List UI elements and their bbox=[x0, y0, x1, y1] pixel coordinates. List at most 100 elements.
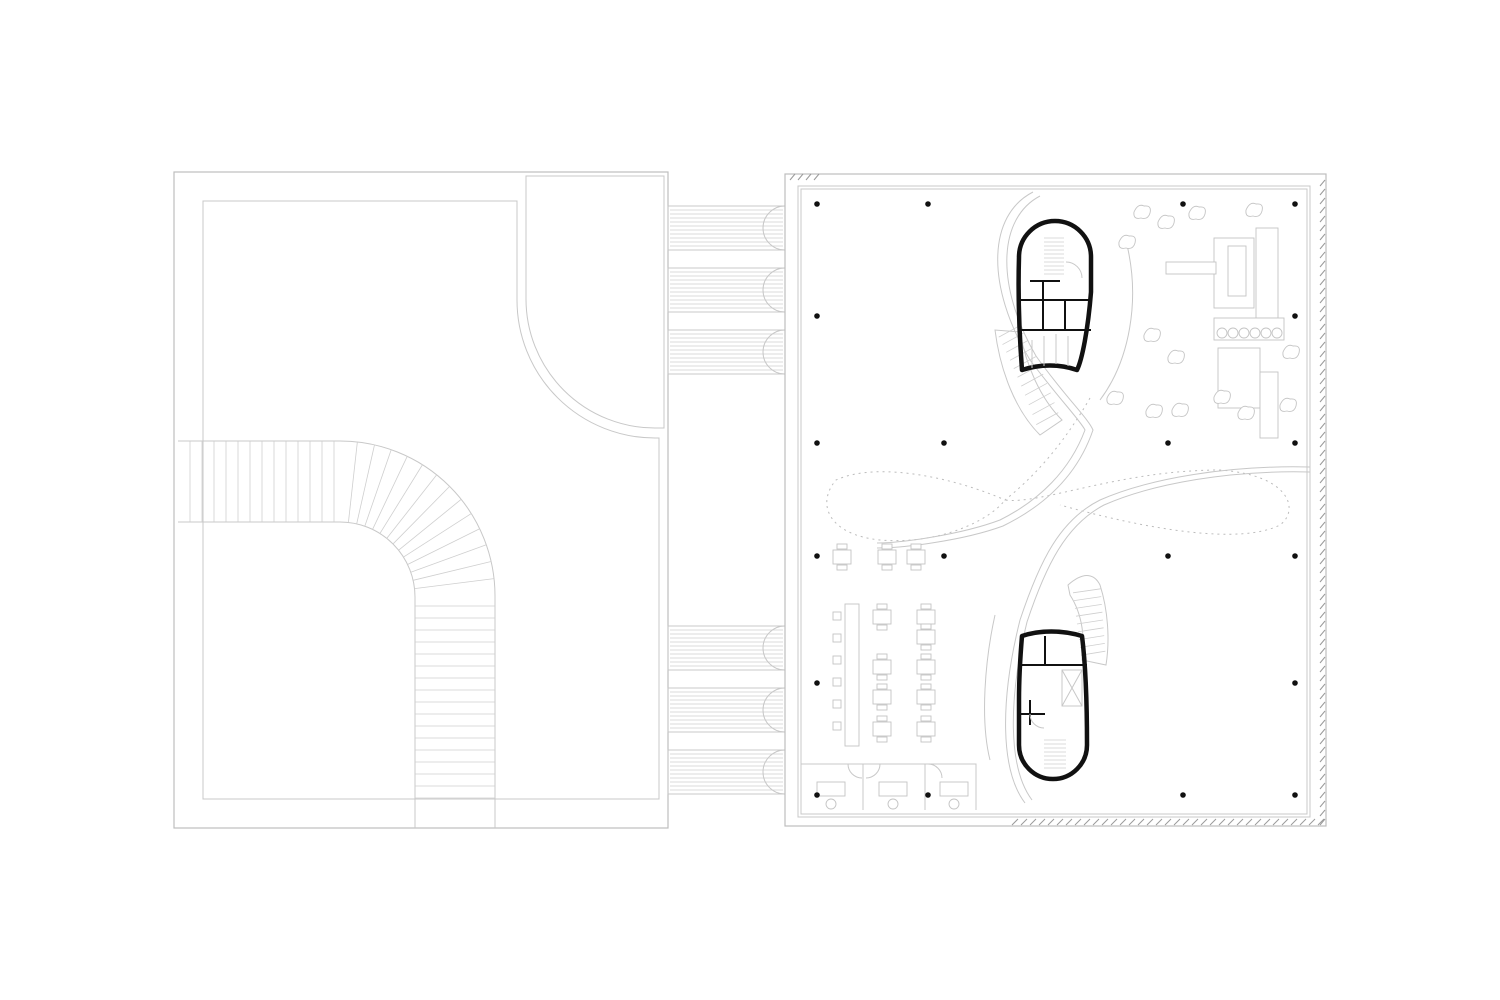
structural-column bbox=[941, 440, 947, 446]
plant bbox=[1245, 202, 1263, 217]
hatch-mark bbox=[1319, 179, 1326, 187]
office-chair bbox=[887, 798, 899, 810]
hatch-mark bbox=[1319, 395, 1326, 403]
office-desk bbox=[939, 781, 969, 797]
cafe-chair bbox=[920, 644, 932, 651]
cafe-chair bbox=[881, 564, 893, 571]
cafe-chair bbox=[920, 704, 932, 711]
hatch-mark bbox=[1319, 764, 1326, 772]
left-building bbox=[173, 171, 669, 829]
core-north-wall bbox=[1016, 218, 1094, 373]
cafe-chair bbox=[920, 653, 932, 660]
cafe-table bbox=[916, 629, 936, 645]
hatch-mark bbox=[789, 173, 796, 181]
chair bbox=[1227, 327, 1239, 339]
door-swing bbox=[865, 763, 881, 779]
curved-stair-tread bbox=[998, 324, 1021, 338]
hatch-mark bbox=[1308, 818, 1316, 826]
stair-tread bbox=[356, 444, 375, 524]
hatch-mark bbox=[1319, 197, 1326, 205]
core-south-stair bbox=[1029, 713, 1066, 769]
hatch-mark bbox=[1319, 539, 1326, 547]
stair-inner-edge bbox=[178, 521, 416, 828]
cafe-chair bbox=[920, 623, 932, 630]
ribbon-south bbox=[1005, 466, 1311, 804]
hatch-mark bbox=[1319, 413, 1326, 421]
ribbon-north bbox=[876, 191, 1086, 544]
bridge-landing bbox=[762, 329, 786, 375]
cafe-chair bbox=[876, 736, 888, 743]
cafe-table bbox=[872, 689, 892, 705]
curved-stair-tread bbox=[1006, 339, 1029, 353]
structural-column bbox=[814, 680, 820, 686]
right-building-slab-inner bbox=[800, 188, 1308, 815]
stair-tread bbox=[398, 499, 462, 551]
structural-column bbox=[1292, 201, 1298, 207]
stair-tread bbox=[392, 486, 450, 545]
hatch-mark bbox=[1319, 476, 1326, 484]
hatch-mark bbox=[1074, 818, 1082, 826]
hatch-mark bbox=[1319, 692, 1326, 700]
plant bbox=[1282, 344, 1300, 359]
plant bbox=[1143, 327, 1161, 342]
hatch-mark bbox=[1319, 557, 1326, 565]
hatch-mark bbox=[1110, 818, 1118, 826]
plant bbox=[1171, 402, 1189, 417]
structural-column bbox=[814, 553, 820, 559]
cafe-chair bbox=[836, 543, 848, 550]
structural-column bbox=[1165, 553, 1171, 559]
hatch-mark bbox=[1319, 728, 1326, 736]
cafeteria-area bbox=[832, 543, 936, 747]
cafe-table bbox=[916, 609, 936, 625]
sofa-cushion bbox=[1227, 245, 1247, 297]
hatch-mark bbox=[1101, 818, 1109, 826]
bridge-landing bbox=[762, 749, 786, 795]
hatch-mark bbox=[1319, 656, 1326, 664]
long-table bbox=[844, 603, 860, 747]
cabinet bbox=[1259, 371, 1279, 439]
door-swing bbox=[1065, 261, 1083, 279]
office-chair bbox=[825, 798, 837, 810]
hatch-mark bbox=[1319, 791, 1326, 799]
cafe-chair bbox=[920, 736, 932, 743]
cafe-chair bbox=[876, 704, 888, 711]
cafe-chair bbox=[881, 543, 893, 550]
curved-stair-tread bbox=[1028, 392, 1051, 406]
hatch-mark bbox=[1164, 818, 1172, 826]
cafe-chair bbox=[910, 543, 922, 550]
right-building bbox=[784, 173, 1327, 827]
bridge-stair bbox=[667, 687, 786, 733]
curved-stair-tread bbox=[1024, 382, 1048, 396]
hatch-mark bbox=[1319, 332, 1326, 340]
hatch-mark bbox=[1319, 674, 1326, 682]
core-fixtures bbox=[1031, 334, 1069, 368]
curved-stair-tread bbox=[1073, 596, 1102, 601]
bridge-stair bbox=[667, 749, 786, 795]
ribbon-north-inner bbox=[876, 195, 1094, 549]
bridge-landing bbox=[762, 687, 786, 733]
hatch-mark bbox=[1047, 818, 1055, 826]
lounge-chairs bbox=[1216, 327, 1283, 339]
hatch-mark bbox=[1319, 314, 1326, 322]
hatch-mark bbox=[1319, 530, 1326, 538]
office-partition bbox=[801, 763, 977, 810]
plant bbox=[1213, 389, 1231, 404]
hatch-mark bbox=[805, 173, 812, 181]
left-building-outline bbox=[173, 171, 669, 829]
chair bbox=[1249, 327, 1261, 339]
curved-stair-tread bbox=[1075, 611, 1103, 617]
elevator-cross bbox=[1061, 669, 1083, 707]
left-building-inner-wall bbox=[202, 200, 660, 800]
hatch-mark bbox=[1038, 818, 1046, 826]
cafe-chair bbox=[832, 633, 842, 643]
hatch-mark bbox=[1319, 782, 1326, 790]
stair-tread bbox=[364, 449, 392, 527]
curved-stair-tread bbox=[1076, 619, 1104, 625]
hatch-mark bbox=[1319, 503, 1326, 511]
ribbon-south-inner bbox=[1012, 471, 1311, 801]
stair-tread bbox=[413, 561, 492, 581]
bridge-landing bbox=[762, 205, 786, 251]
hatch-mark bbox=[1319, 458, 1326, 466]
bridge-stair bbox=[667, 205, 786, 251]
bridge-landing bbox=[762, 267, 786, 313]
